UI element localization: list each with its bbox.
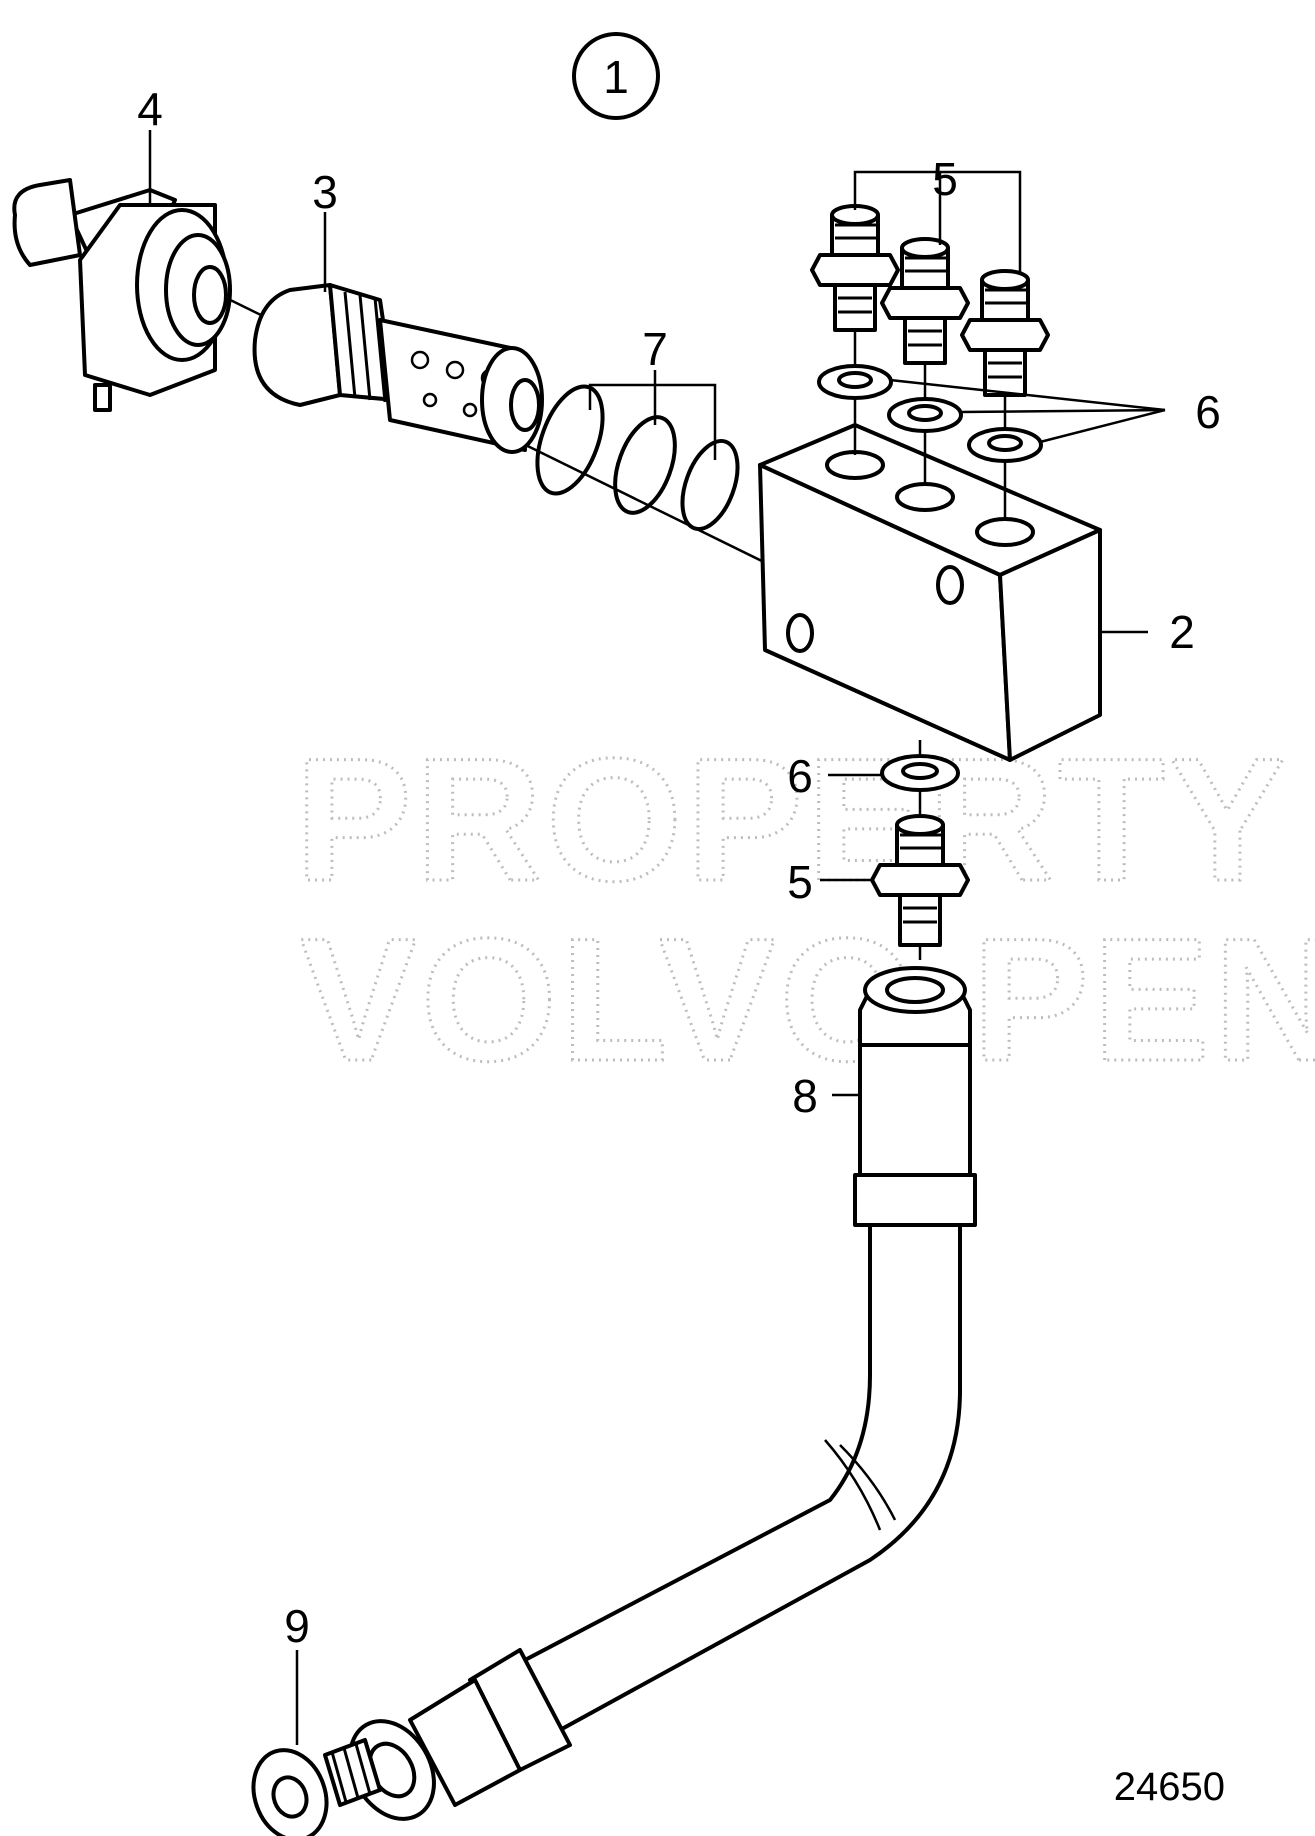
part-6-washers-top [817, 364, 1043, 463]
callout-5-mid: 5 [787, 856, 813, 908]
part-9-plug [251, 1738, 382, 1836]
group-number-badge: 1 [572, 32, 660, 120]
part-7-o-rings [535, 384, 740, 531]
callout-8: 8 [792, 1070, 818, 1122]
callout-6-top: 6 [1195, 386, 1221, 438]
callout-9: 9 [284, 1600, 310, 1652]
part-4-solenoid-coil [12, 178, 232, 412]
part-3-cartridge-valve [252, 283, 544, 454]
callout-7: 7 [642, 323, 668, 375]
part-6-washer-mid [880, 754, 960, 792]
leader-6-top-b [959, 408, 1166, 414]
drawing-number: 24650 [1114, 1765, 1225, 1809]
watermark-line-1: PROPERTY OF [295, 723, 1315, 918]
part-5-fittings-top [810, 204, 1050, 520]
leader-6-top-a [889, 378, 1166, 412]
leader-7-bracket [588, 383, 717, 460]
leader-6-top-c [1039, 408, 1166, 444]
leader-5-top-bracket [853, 170, 1022, 275]
callout-3: 3 [312, 166, 338, 218]
group-number: 1 [603, 51, 629, 103]
callout-2: 2 [1169, 606, 1195, 658]
callout-5-top: 5 [932, 153, 958, 205]
watermark-line-2: VOLVO PENTA [300, 903, 1315, 1098]
callout-4: 4 [137, 83, 163, 135]
callout-6-mid: 6 [787, 750, 813, 802]
watermark: PROPERTY OF VOLVO PENTA [294, 722, 1315, 1100]
part-2-valve-block [758, 423, 1102, 762]
